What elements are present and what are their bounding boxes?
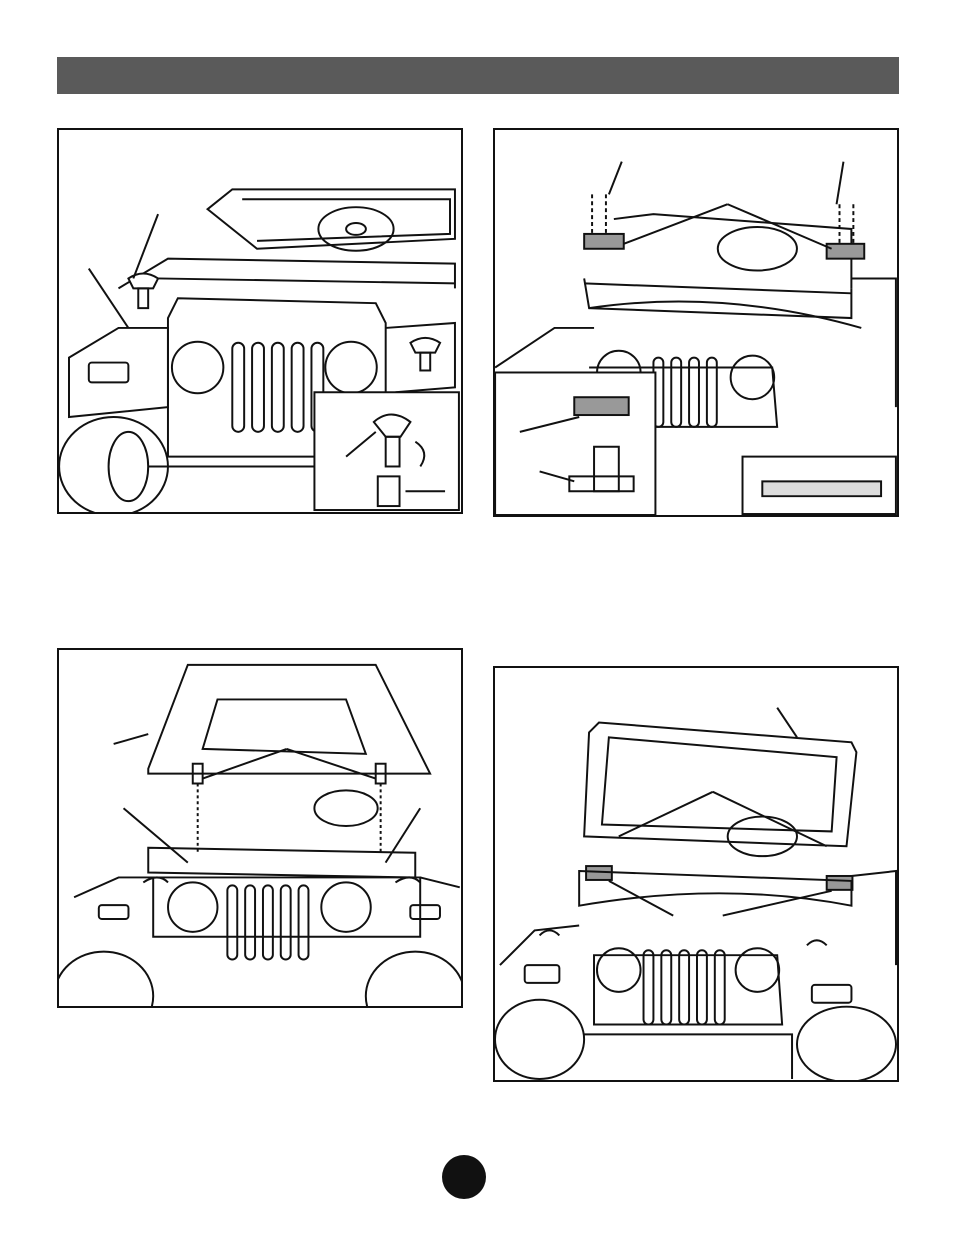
jeep-hood-illustration	[59, 650, 461, 1006]
jeep-front-illustration	[59, 130, 461, 512]
figure-hood	[57, 648, 463, 1008]
page-number	[442, 1155, 486, 1199]
figure-windshield-hinges	[493, 128, 899, 517]
figure-windshield	[493, 666, 899, 1082]
section-header-bar	[57, 57, 899, 94]
jeep-hinge-illustration	[495, 130, 897, 515]
figure-hood-clip	[57, 128, 463, 514]
jeep-windshield-illustration	[495, 668, 897, 1080]
